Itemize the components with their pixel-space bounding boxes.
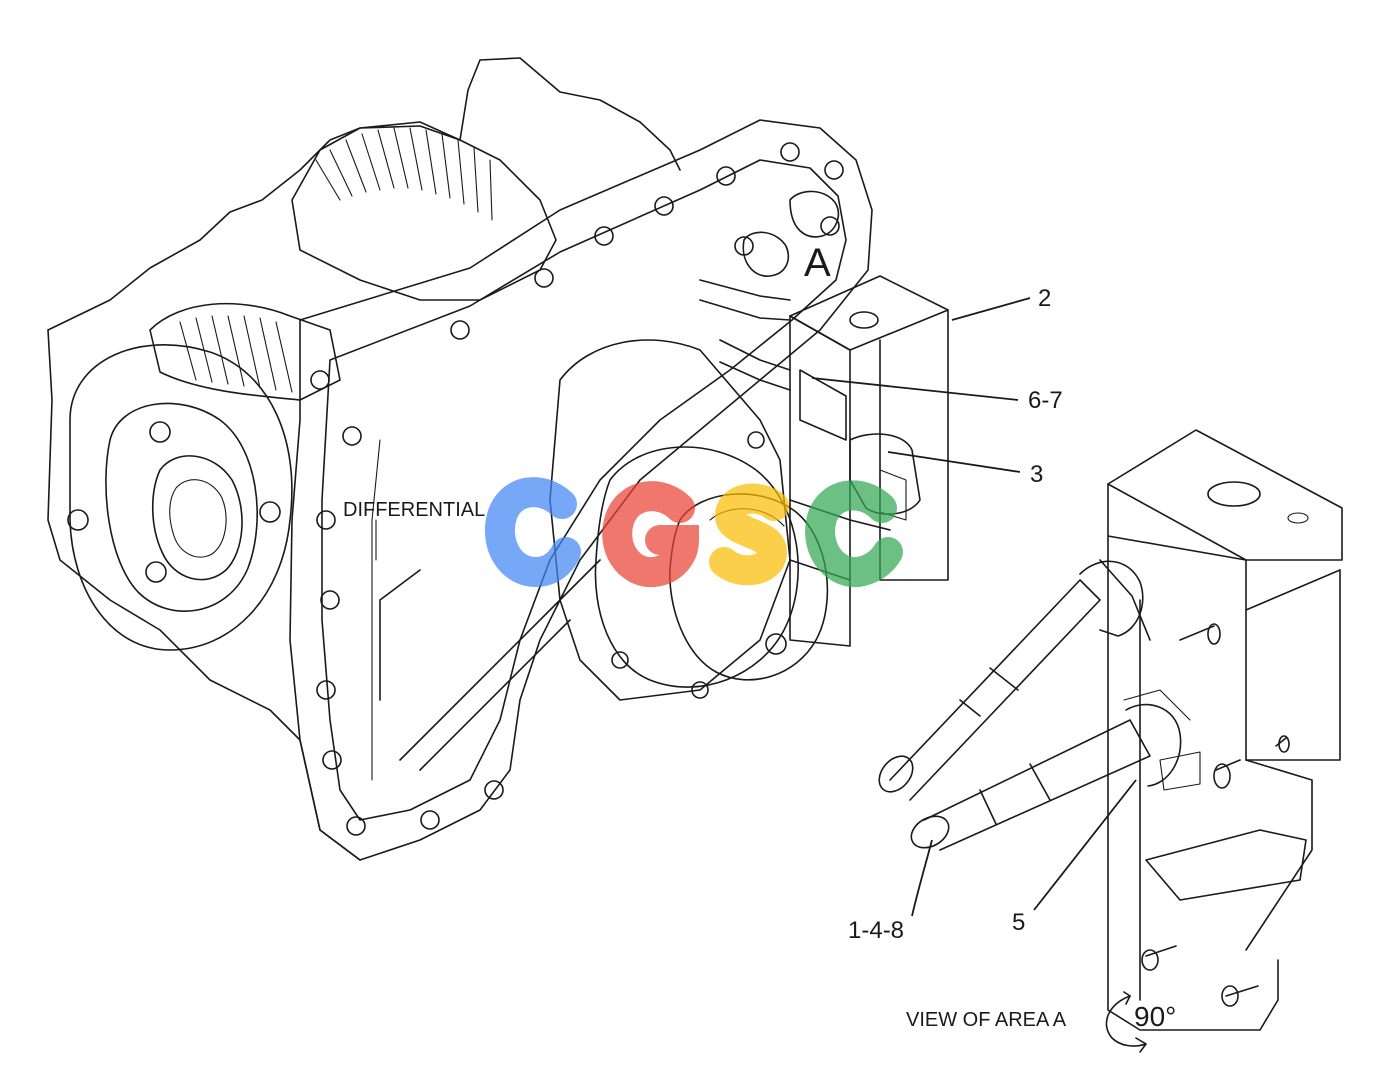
leader-line-3	[887, 451, 1021, 473]
differential-label: DIFFERENTIAL	[343, 499, 485, 521]
leader-line-5	[1033, 779, 1137, 911]
callout-5: 5	[1012, 909, 1025, 936]
rotation-label: 90°	[1134, 1001, 1176, 1032]
callout-1-4-8: 1-4-8	[848, 917, 904, 944]
area-a-marker: A	[804, 241, 831, 285]
rotation-indicator: 90°	[1105, 991, 1176, 1053]
rotate-arrow-icon	[1105, 995, 1147, 1053]
cgsc-watermark-logo	[484, 477, 903, 588]
leader-line-6-7	[811, 377, 1019, 401]
sensor-bracket-drawing	[789, 275, 949, 647]
callout-6-7: 6-7	[1028, 387, 1063, 414]
callout-2: 2	[1038, 285, 1051, 312]
view-caption: VIEW OF AREA A	[906, 1009, 1067, 1031]
leader-lines	[375, 297, 1137, 917]
differential-housing-drawing	[47, 57, 873, 861]
leader-line-1-4-8	[911, 839, 933, 917]
callout-3: 3	[1030, 461, 1043, 488]
area-a-detail-drawing	[878, 429, 1343, 1031]
leader-line-2	[951, 297, 1031, 321]
